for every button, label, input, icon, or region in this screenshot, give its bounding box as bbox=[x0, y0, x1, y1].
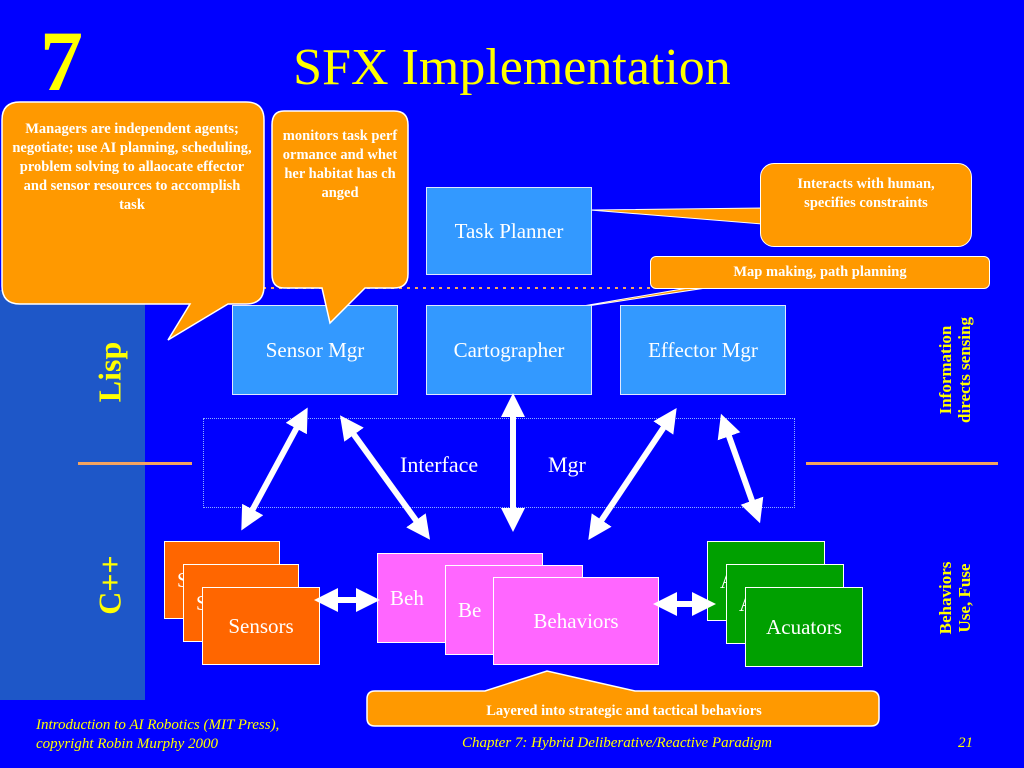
effector-mgr-to-actuators-arrow bbox=[717, 413, 764, 524]
layer-divider-left bbox=[78, 462, 192, 465]
sensors-box-front: Sensors bbox=[202, 587, 320, 665]
monitors-callout-text: monitors task performance and whether ha… bbox=[282, 128, 398, 201]
footer-chapter: Chapter 7: Hybrid Deliberative/Reactive … bbox=[462, 735, 772, 751]
interacts-callout-box bbox=[760, 163, 972, 247]
monitors-callout-shape bbox=[271, 110, 409, 325]
chapter-number: 7 bbox=[40, 13, 83, 109]
effector-mgr-box: Effector Mgr bbox=[620, 305, 786, 395]
task-planner-box: Task Planner bbox=[426, 187, 592, 275]
behaviors-box-front: Behaviors bbox=[493, 577, 659, 665]
footer-credit-line: copyright Robin Murphy 2000 bbox=[36, 736, 219, 752]
footer-credit-line: Introduction to AI Robotics (MIT Press), bbox=[36, 717, 280, 733]
cartographer-box: Cartographer bbox=[426, 305, 592, 395]
map-making-callout: Map making, path planning bbox=[650, 256, 990, 289]
layer-divider-right bbox=[806, 462, 998, 465]
managers-callout-shape bbox=[1, 101, 265, 341]
interface-mgr-box bbox=[203, 418, 795, 508]
sensor-mgr-to-sensors-arrow bbox=[241, 407, 308, 531]
footer-credit: Introduction to AI Robotics (MIT Press),… bbox=[36, 716, 279, 754]
effector-mgr-to-behaviors-arrow bbox=[588, 408, 677, 540]
layered-callout-text: Layered into strategic and tactical beha… bbox=[486, 703, 762, 719]
sensor-mgr-to-behaviors-arrow bbox=[339, 415, 431, 540]
managers-callout-text: Managers are independent agents; negotia… bbox=[12, 121, 252, 213]
sensor-mgr-box: Sensor Mgr bbox=[232, 305, 398, 395]
interface-mgr-label-2: Mgr bbox=[548, 452, 586, 477]
layered-callout-shape bbox=[366, 670, 880, 727]
interacts-callout-text: Interacts with human, specifies constrai… bbox=[797, 176, 935, 211]
sidebar-band bbox=[0, 290, 145, 700]
actuators-box-front: Acuators bbox=[745, 587, 863, 667]
slide-title: SFX Implementation bbox=[293, 39, 731, 96]
page-number: 21 bbox=[958, 735, 973, 751]
